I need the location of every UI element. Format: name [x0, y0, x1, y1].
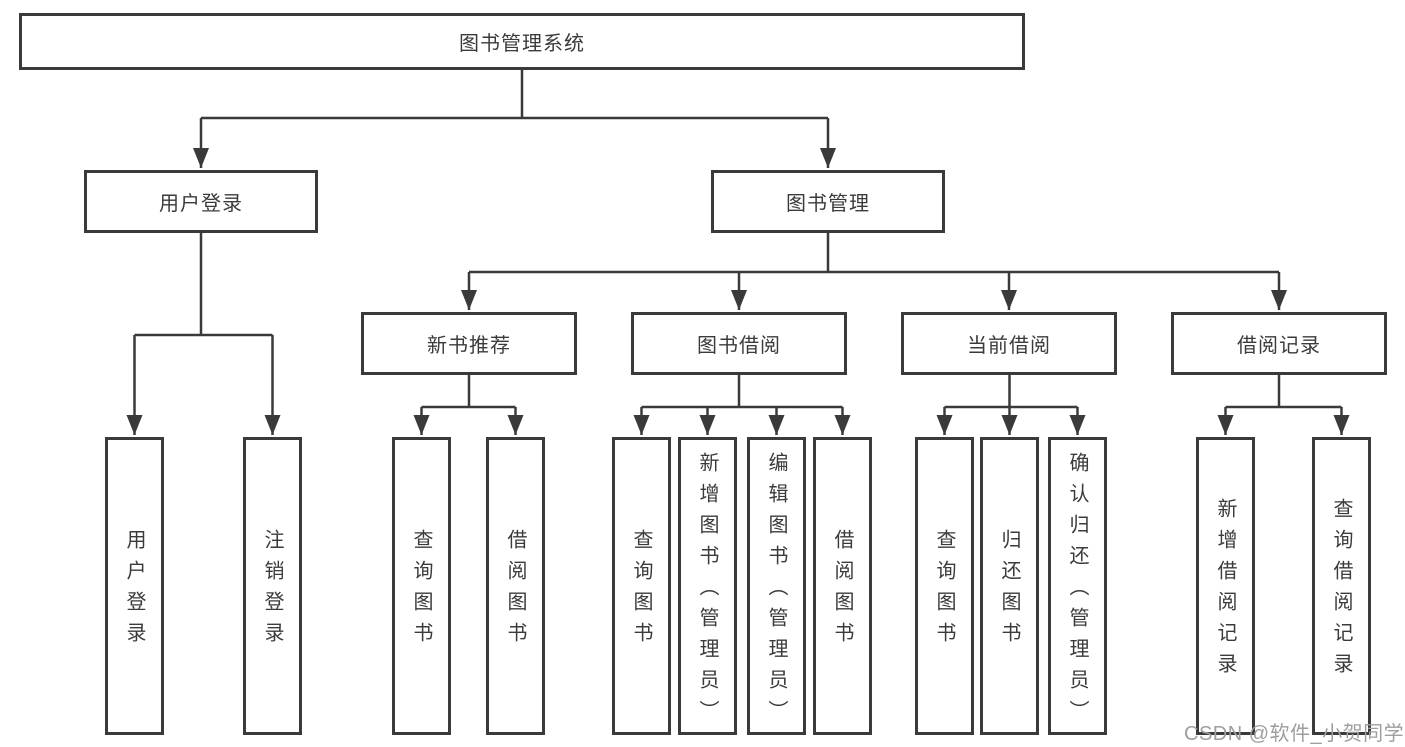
node-new-book-recommend: 新书推荐: [361, 312, 577, 375]
leaf-label: 查询图书: [410, 529, 432, 653]
leaf-label: 用户登录: [123, 529, 145, 653]
leaf-label: 借阅图书: [831, 529, 853, 653]
node-label: 用户登录: [159, 193, 243, 215]
leaf-label: 借阅图书: [504, 529, 526, 653]
leaf-query-books-borrow: 查询图书: [612, 437, 671, 735]
node-label: 当前借阅: [967, 335, 1051, 357]
leaf-add-book-admin: 新增图书（管理员）: [678, 437, 737, 735]
node-borrow-records: 借阅记录: [1171, 312, 1387, 375]
leaf-confirm-return-admin: 确认归还（管理员）: [1048, 437, 1107, 735]
leaf-borrow-books-recommend: 借阅图书: [486, 437, 545, 735]
leaf-edit-book-admin: 编辑图书（管理员）: [747, 437, 806, 735]
leaf-query-books-recommend: 查询图书: [392, 437, 451, 735]
leaf-label: 确认归还（管理员）: [1066, 451, 1088, 731]
node-label: 借阅记录: [1237, 335, 1321, 357]
leaf-label: 新增借阅记录: [1214, 498, 1236, 684]
node-current-borrow: 当前借阅: [901, 312, 1117, 375]
node-book-borrow: 图书借阅: [631, 312, 847, 375]
leaf-label: 编辑图书（管理员）: [765, 451, 787, 731]
leaf-label: 查询图书: [630, 529, 652, 653]
leaf-label: 查询借阅记录: [1330, 498, 1352, 684]
node-label: 新书推荐: [427, 335, 511, 357]
leaf-query-books-current: 查询图书: [915, 437, 974, 735]
node-label: 图书管理: [786, 193, 870, 215]
leaf-label: 查询图书: [933, 529, 955, 653]
node-label: 图书借阅: [697, 335, 781, 357]
node-label: 图书管理系统: [459, 33, 585, 55]
node-user-login: 用户登录: [84, 170, 318, 233]
leaf-return-book: 归还图书: [980, 437, 1039, 735]
leaf-query-borrow-record: 查询借阅记录: [1312, 437, 1371, 735]
leaf-label: 归还图书: [998, 529, 1020, 653]
leaf-label: 新增图书（管理员）: [696, 451, 718, 731]
leaf-label: 注销登录: [261, 529, 283, 653]
csdn-watermark: CSDN @软件_小贺同学: [1184, 723, 1405, 745]
node-library-management-system: 图书管理系统: [19, 13, 1025, 70]
leaf-user-login: 用户登录: [105, 437, 164, 735]
leaf-logout: 注销登录: [243, 437, 302, 735]
node-book-management: 图书管理: [711, 170, 945, 233]
leaf-add-borrow-record: 新增借阅记录: [1196, 437, 1255, 735]
leaf-borrow-books: 借阅图书: [813, 437, 872, 735]
